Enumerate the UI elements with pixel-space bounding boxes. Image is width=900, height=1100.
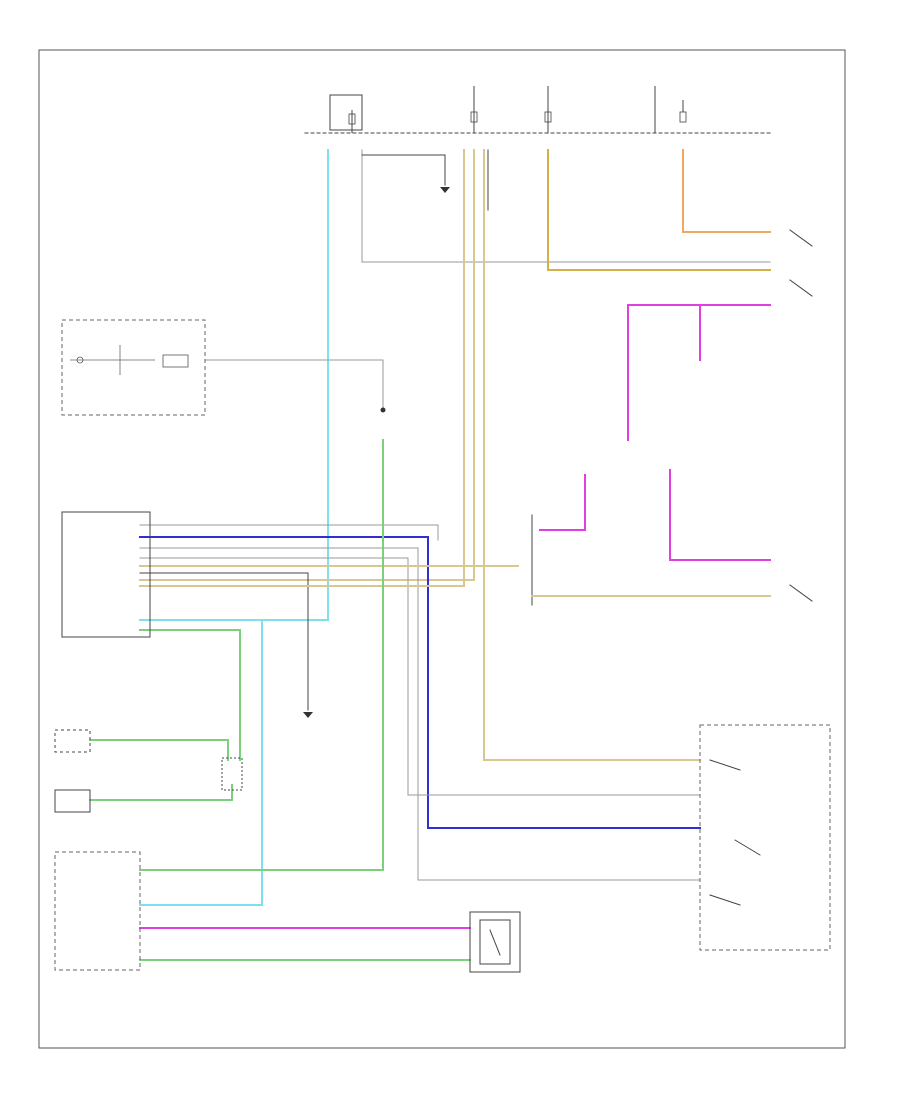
fuse-a <box>348 110 356 133</box>
wire-green-ecm <box>139 629 241 761</box>
power-distribution-section <box>304 86 771 134</box>
fuse-d <box>654 86 687 133</box>
diagram-frame <box>38 49 846 1049</box>
brake-switch-blade <box>789 584 813 602</box>
wire-green-splice <box>89 784 233 801</box>
wire-ecm-gray-1 <box>139 524 439 541</box>
brake-sensor-coil <box>489 929 501 956</box>
wire-magenta-right <box>669 469 771 561</box>
switch-top-right-blade <box>789 229 813 247</box>
ground-symbol-top <box>440 187 450 193</box>
wire-gray-top <box>361 149 771 263</box>
wire-ecm-gray-3 <box>139 557 701 796</box>
junction-node-mid <box>380 407 386 413</box>
wire-ecm-tan-2 <box>139 149 465 587</box>
wire-magenta-top <box>627 304 771 441</box>
transmission-box <box>699 724 831 951</box>
wire-cyan-main <box>139 149 329 621</box>
ground-symbol-mid <box>303 712 313 718</box>
fuse-b <box>470 86 478 133</box>
modules <box>54 187 831 973</box>
wire-green-main <box>139 439 384 871</box>
wires <box>89 149 771 961</box>
transmission-switches <box>709 759 761 906</box>
wire-cyan-right <box>139 619 263 906</box>
switch-mid-right-blade <box>789 279 813 297</box>
wire-orange <box>682 149 771 233</box>
splice-pack <box>221 757 243 791</box>
wire-gold <box>547 149 771 271</box>
wire-ecm-blue <box>139 536 701 829</box>
left-aux-box <box>54 789 91 813</box>
fuse-c <box>544 86 552 133</box>
wire-ecm-dark <box>139 572 309 601</box>
wire-tan-low <box>483 149 701 761</box>
relay-box-top-left <box>329 94 363 131</box>
wire-green-brake <box>89 739 229 761</box>
wire-magenta-left <box>539 474 586 531</box>
engine-control-module-box <box>61 511 151 638</box>
pcm-bottom-box <box>54 851 141 971</box>
cluster-internal-circuit <box>70 345 189 375</box>
wire-tan-long <box>139 149 475 581</box>
instrument-cluster-box <box>61 319 206 416</box>
wire-ecm-gray-2 <box>139 547 701 881</box>
brake-sensor-inner <box>479 919 511 965</box>
wire-cluster-gray <box>204 359 384 411</box>
brake-switch-box <box>54 729 91 753</box>
brake-sensor-box <box>469 911 521 973</box>
